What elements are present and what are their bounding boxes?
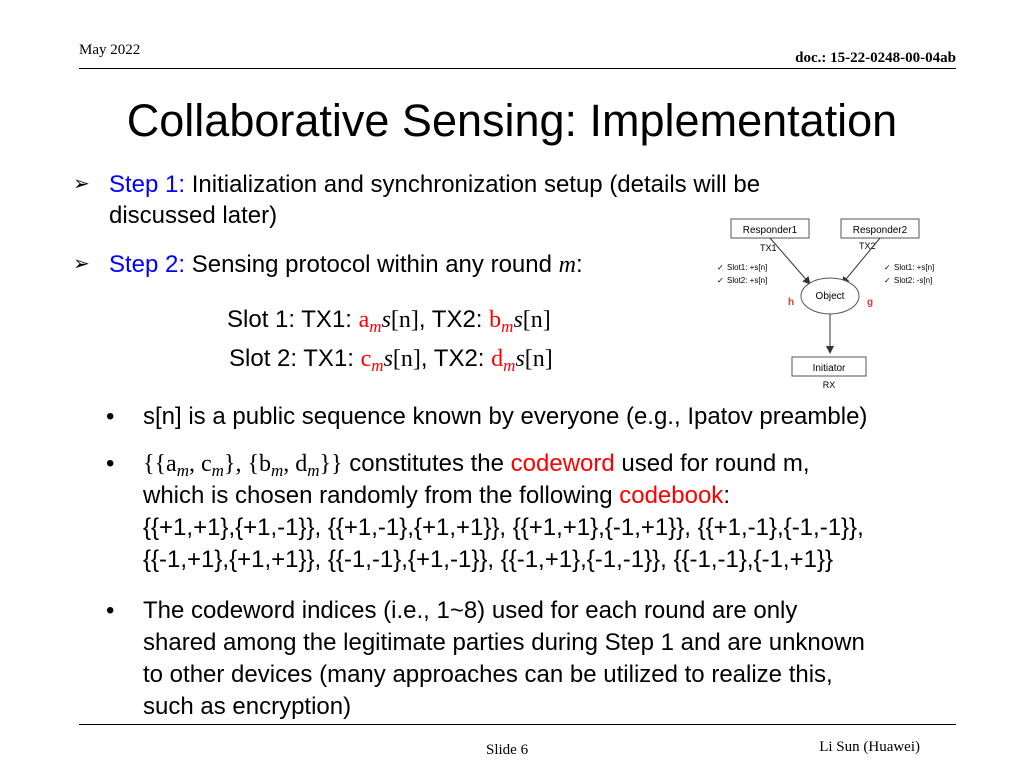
header-divider	[79, 68, 956, 69]
document-id: doc.: 15-22-0248-00-04ab	[795, 50, 956, 66]
bullet-3-line-4: such as encryption)	[143, 693, 352, 720]
codeword-mid: }, {b	[223, 451, 271, 477]
slot-2-idx-tx1: [n]	[392, 346, 421, 372]
slot-1-idx-tx2: [n]	[522, 307, 551, 333]
slot-1-coef-a-sub: m	[369, 317, 382, 336]
codeword-sub-3: m	[270, 461, 284, 480]
check-icon: ✓	[884, 276, 891, 285]
bullet-2-line-2: which is chosen randomly from the follow…	[143, 480, 730, 512]
slot-2-seq-tx2: s	[515, 346, 525, 372]
arrow-bullet-icon: ➢	[73, 173, 90, 195]
step-1-line-2: discussed later)	[109, 202, 278, 229]
slot-2-prefix: Slot 2: TX1:	[229, 345, 361, 372]
bullet-dot-icon: •	[106, 450, 115, 477]
left-slot1-label: Slot1: +s[n]	[727, 263, 767, 272]
codeword-sub-4: m	[307, 461, 320, 480]
header-date: May 2022	[79, 42, 141, 58]
codebook-line-2: {{-1,+1},{+1,+1}}, {{-1,-1},{+1,-1}}, {{…	[143, 546, 833, 573]
arrow-tx2-to-object	[841, 237, 881, 285]
bullet-1-text: s[n] is a public sequence known by every…	[143, 403, 868, 430]
responder2-label: Responder2	[853, 225, 908, 236]
bullet-3-line-2: shared among the legitimate parties duri…	[143, 629, 865, 656]
author: Li Sun (Huawei)	[819, 739, 920, 755]
right-slot1-label: Slot1: +s[n]	[894, 263, 934, 272]
right-slot2-label: Slot2: -s[n]	[894, 276, 932, 285]
slot-2-coef-c-sub: m	[371, 356, 384, 375]
object-label: Object	[816, 291, 845, 302]
codebook-line-1: {{+1,+1},{+1,-1}}, {{+1,-1},{+1,+1}}, {{…	[143, 514, 864, 541]
slot-2-seq-tx1: s	[383, 346, 393, 372]
check-icon: ✓	[717, 276, 724, 285]
check-icon: ✓	[717, 263, 724, 272]
step-1: ➢ Step 1: Initialization and synchroniza…	[73, 169, 873, 233]
bullet-3-line-1: The codeword indices (i.e., 1~8) used fo…	[143, 597, 798, 624]
bullet-public-sequence: • s[n] is a public sequence known by eve…	[106, 401, 996, 433]
slot-2-coef-d-sub: m	[503, 356, 516, 375]
slide-number: Slide 6	[486, 742, 529, 758]
codeword-sub-2: m	[211, 461, 224, 480]
left-slot2-label: Slot2: +s[n]	[727, 276, 767, 285]
round-variable: m	[558, 252, 576, 278]
responder1-label: Responder1	[743, 225, 798, 236]
slot-1-coef-a: a	[358, 307, 370, 333]
sensing-diagram: Responder1 Responder2 TX1 TX2 ✓ Slot1: +…	[717, 218, 934, 390]
check-icon: ✓	[884, 263, 891, 272]
step-2-label: Step 2:	[109, 251, 186, 278]
arrow-bullet-icon: ➢	[73, 253, 90, 275]
step-1-line-1: Step 1: Initialization and synchronizati…	[109, 169, 760, 200]
step-1-label: Step 1:	[109, 171, 186, 198]
slot-1-seq-tx1: s	[381, 307, 391, 333]
slot-2-line: Slot 2: TX1: cms[n], TX2: dms[n]	[229, 345, 553, 376]
codebook-post: :	[723, 482, 730, 509]
bullet-codeword-indices: • The codeword indices (i.e., 1~8) used …	[106, 595, 996, 723]
channel-g-label: g	[867, 297, 873, 308]
step-2-text: Sensing protocol within any round	[185, 251, 559, 278]
step-2-line: Step 2: Sensing protocol within any roun…	[109, 249, 583, 281]
slide-title: Collaborative Sensing: Implementation	[126, 95, 898, 146]
codeword-sub-1: m	[176, 461, 189, 480]
codebook-term: codebook	[619, 482, 724, 509]
initiator-box	[791, 356, 867, 377]
bullet-3-line-3: to other devices (many approaches can be…	[143, 661, 833, 688]
codeword-pre: constitutes the	[342, 450, 511, 477]
tx1-label: TX1	[760, 243, 777, 253]
bullet-2-line-1: {{am, cm}, {bm, dm}} constitutes the cod…	[143, 448, 810, 487]
codeword-close: }}	[319, 451, 343, 477]
slot-1-idx-tx1: [n]	[390, 307, 419, 333]
bullet-dot-icon: •	[106, 403, 115, 430]
slot-1-line: Slot 1: TX1: ams[n], TX2: bms[n]	[227, 306, 551, 337]
slot-1-seq-tx2: s	[513, 307, 523, 333]
initiator-label: Initiator	[813, 363, 846, 374]
footer-divider	[79, 724, 956, 725]
codeword-post: used for round m,	[614, 450, 810, 477]
step-1-text: Initialization and synchronization setup…	[185, 171, 761, 198]
bullet-codeword: • {{am, cm}, {bm, dm}} constitutes the c…	[106, 448, 996, 576]
slot-2-idx-tx2: [n]	[524, 346, 553, 372]
slot-2-coef-c: c	[360, 346, 372, 372]
slot-1-mid: , TX2:	[418, 306, 490, 333]
slot-1-coef-b: b	[489, 307, 502, 333]
codeword-term: codeword	[510, 450, 615, 477]
slot-2-mid: , TX2:	[420, 345, 492, 372]
bullet-dot-icon: •	[106, 597, 115, 624]
slot-1-coef-b-sub: m	[501, 317, 514, 336]
slot-2-coef-d: d	[491, 346, 504, 372]
tx2-label: TX2	[859, 241, 876, 251]
slot-1-prefix: Slot 1: TX1:	[227, 306, 359, 333]
step-2-colon: :	[575, 251, 583, 278]
codeword-comma-1: , c	[188, 451, 212, 477]
codeword-open: {{a	[143, 451, 177, 477]
channel-h-label: h	[788, 297, 794, 308]
step-2: ➢ Step 2: Sensing protocol within any ro…	[73, 249, 713, 281]
rx-label: RX	[823, 380, 836, 390]
codeword-comma-2: , d	[283, 451, 308, 477]
codebook-pre: which is chosen randomly from the follow…	[143, 482, 620, 509]
arrow-tx1-to-object	[769, 237, 811, 285]
